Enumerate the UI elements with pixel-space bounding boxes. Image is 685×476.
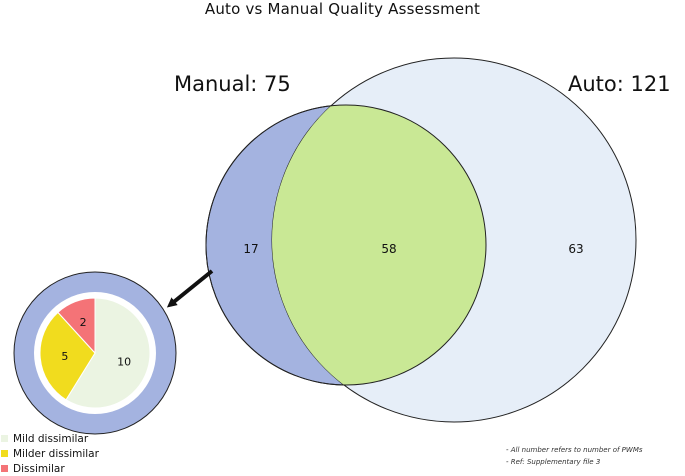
pie-slice [39, 311, 96, 401]
legend-item: Dissimilar [1, 461, 99, 476]
footnotes: - All number refers to number of PWMs - … [506, 444, 643, 468]
legend-item: Mild dissimilar [1, 431, 99, 446]
pie-slice [65, 297, 151, 409]
pie-legend: Mild dissimilar Milder dissimilar Dissim… [1, 431, 99, 476]
overlap-count: 58 [381, 242, 396, 256]
legend-label: Milder dissimilar [13, 447, 99, 460]
manual-set-label: Manual: 75 [174, 72, 291, 96]
pie-inset: 10 5 2 [13, 271, 177, 435]
footnote: - All number refers to number of PWMs [506, 446, 643, 454]
legend-label: Dissimilar [13, 462, 65, 475]
pie-slice [57, 297, 96, 355]
auto-only-count: 63 [568, 242, 583, 256]
auto-set-label: Auto: 121 [568, 72, 671, 96]
legend-swatch [1, 450, 8, 457]
legend-item: Milder dissimilar [1, 446, 99, 461]
manual-only-count: 17 [243, 242, 258, 256]
legend-swatch [1, 435, 8, 442]
diagram-title: Auto vs Manual Quality Assessment [204, 0, 481, 18]
manual-set-outline [205, 104, 487, 386]
pie-slice-label: 2 [80, 316, 87, 329]
legend-swatch [1, 465, 8, 472]
callout-arrow [166, 269, 214, 308]
pie-slice-label: 10 [117, 355, 131, 368]
overlap-region [272, 105, 486, 385]
legend-label: Mild dissimilar [13, 432, 89, 445]
footnote: - Ref: Supplementary file 3 [506, 458, 601, 466]
pie-slice-label: 5 [61, 350, 68, 363]
